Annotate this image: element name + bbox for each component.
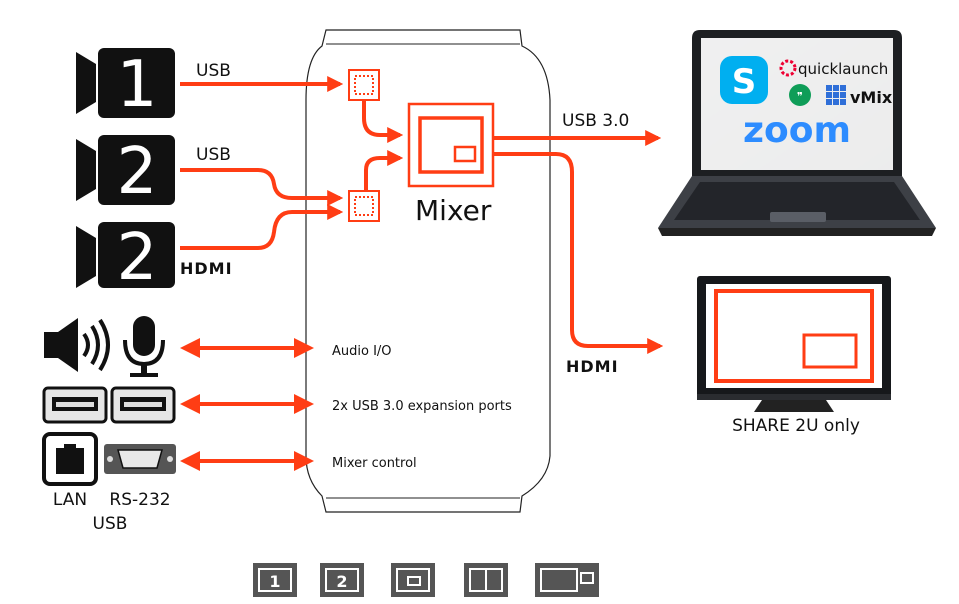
mixer-block bbox=[407, 102, 495, 188]
speaker-icon bbox=[44, 318, 110, 372]
camera-1-number: 1 bbox=[117, 48, 158, 122]
camera-2-icon: 2 bbox=[76, 135, 175, 209]
mixer-device-body bbox=[305, 29, 551, 513]
rs232-port-icon bbox=[104, 444, 176, 474]
laptop-link-label: USB 3.0 bbox=[562, 111, 629, 131]
layout-button-pip bbox=[391, 563, 435, 597]
tv-caption: SHARE 2U only bbox=[732, 416, 860, 436]
usb-expansion-label: 2x USB 3.0 expansion ports bbox=[332, 399, 512, 414]
tv-link-label: HDMI bbox=[566, 357, 619, 376]
layout-button-camera-1: 1 bbox=[253, 563, 297, 597]
audio-io-label: Audio I/O bbox=[332, 344, 392, 359]
input-chip-1-icon bbox=[348, 69, 380, 101]
layout-button-pip-outside bbox=[535, 563, 599, 597]
input-chip-2-icon bbox=[348, 190, 380, 222]
camera-3-number: 2 bbox=[117, 221, 158, 295]
layout-button-camera-2: 2 bbox=[320, 563, 364, 597]
vmix-icon bbox=[826, 85, 846, 105]
chip-2-to-mixer-wire bbox=[364, 150, 404, 191]
quicklaunch-icon bbox=[779, 59, 797, 77]
camera-2-number: 2 bbox=[117, 135, 158, 209]
usb-port-1-icon bbox=[42, 386, 108, 424]
svg-text:2: 2 bbox=[336, 572, 347, 591]
camera-2-wire bbox=[180, 168, 344, 206]
svg-text:❞: ❞ bbox=[797, 90, 803, 103]
mixer-control-label: Mixer control bbox=[332, 456, 417, 471]
camera-3-link-label: HDMI bbox=[180, 259, 233, 278]
lan-port-icon bbox=[42, 432, 98, 486]
svg-text:S: S bbox=[732, 62, 757, 102]
usb-port-2-icon bbox=[110, 386, 176, 424]
chip-1-to-mixer-wire bbox=[362, 100, 404, 143]
svg-text:1: 1 bbox=[269, 572, 280, 591]
mixer-label: Mixer bbox=[415, 194, 492, 227]
microphone-icon bbox=[123, 316, 165, 377]
hangouts-icon: ❞ bbox=[789, 84, 811, 106]
layout-button-side-by-side bbox=[464, 563, 508, 597]
quicklaunch-label: quicklaunch bbox=[798, 60, 888, 78]
skype-icon: S bbox=[720, 56, 768, 104]
rs232-label: RS-232 bbox=[109, 490, 170, 510]
camera-1-icon: 1 bbox=[76, 48, 175, 122]
camera-3-icon: 2 bbox=[76, 221, 175, 295]
tv-icon bbox=[697, 276, 891, 412]
camera-3-wire bbox=[180, 204, 344, 250]
camera-2-link-label: USB bbox=[196, 145, 231, 165]
tv-output-wire bbox=[494, 152, 664, 354]
camera-1-link-label: USB bbox=[196, 61, 231, 81]
usb-label: USB bbox=[93, 514, 128, 534]
lan-label: LAN bbox=[53, 490, 87, 510]
zoom-label: zoom bbox=[743, 110, 851, 151]
vmix-label: vMix bbox=[850, 88, 893, 107]
